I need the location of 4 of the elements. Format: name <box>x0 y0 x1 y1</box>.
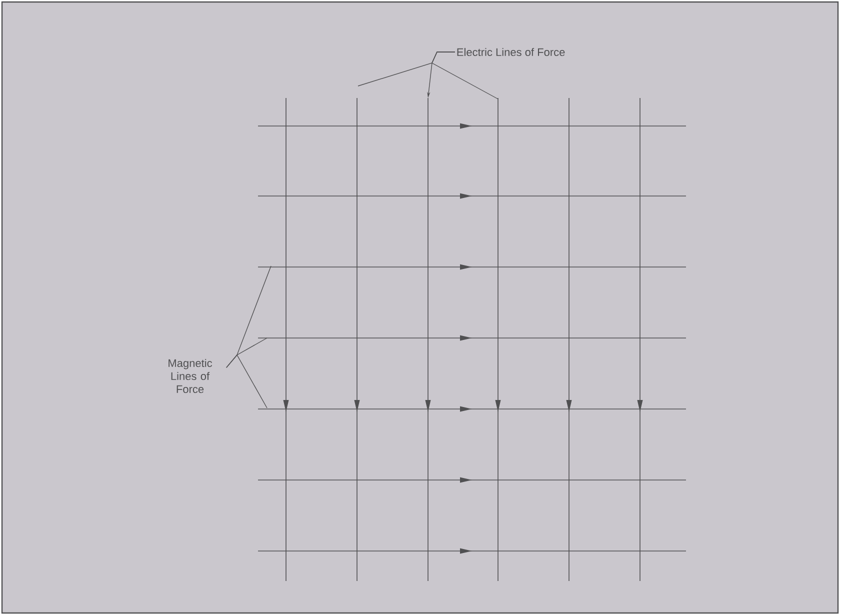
text-label: Magnetic Lines of Force <box>168 358 212 394</box>
leader-line <box>226 354 268 408</box>
leader-line <box>432 52 498 100</box>
text-label: Electric Lines of Force <box>457 48 565 56</box>
